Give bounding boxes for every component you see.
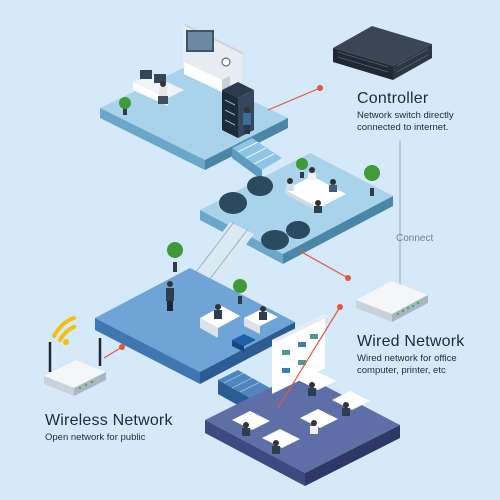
server-rack-icon bbox=[333, 26, 432, 80]
lounge-floor bbox=[95, 268, 295, 384]
connect-label: Connect bbox=[396, 233, 433, 244]
controller-description-line1: Network switch directly bbox=[357, 110, 454, 122]
wireless-network-title: Wireless Network bbox=[45, 412, 173, 430]
wireless-network-description: Open network for public bbox=[45, 432, 145, 444]
controller-description-line2: connected to internet. bbox=[357, 122, 454, 134]
wired-description-line1: Wired network for office bbox=[357, 353, 457, 365]
controller-title: Controller bbox=[357, 90, 428, 108]
wifi-router-icon bbox=[44, 338, 106, 396]
controller-description: Network switch directly connected to int… bbox=[357, 110, 454, 134]
wired-network-description: Wired network for office computer, print… bbox=[357, 353, 457, 377]
wired-description-line2: computer, printer, etc bbox=[357, 365, 457, 377]
wifi-signal-icon bbox=[54, 318, 74, 345]
router-icon bbox=[356, 281, 428, 322]
wired-network-title: Wired Network bbox=[357, 333, 465, 351]
